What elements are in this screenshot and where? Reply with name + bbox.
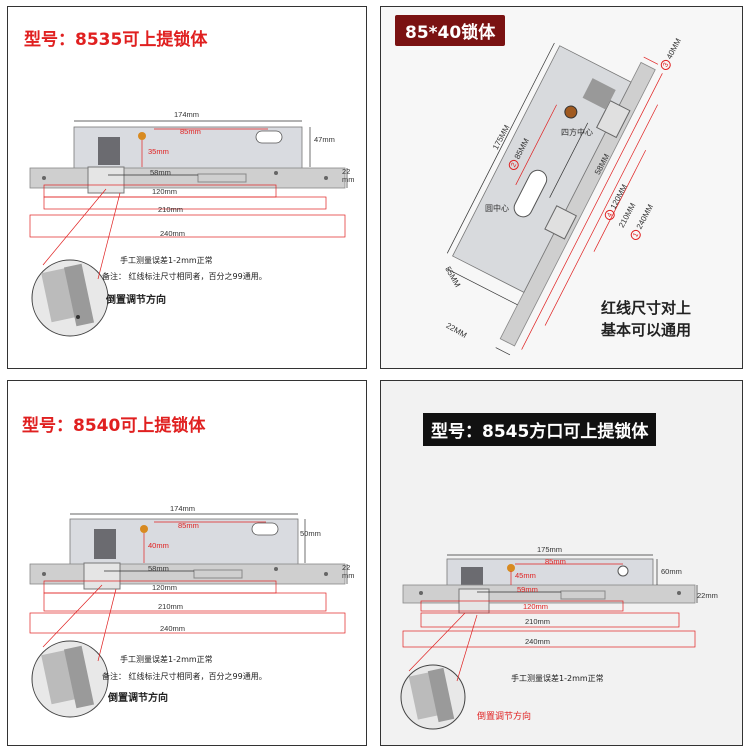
dim-45: 45mm [515, 571, 536, 580]
dim-240: 240mm [160, 229, 186, 238]
dim-85: 85mm [545, 557, 566, 566]
dim-120: 120mm [152, 187, 178, 196]
reverse-adjust-note: 倒置调节方向 [106, 295, 166, 306]
remark-note: 备注： 红线标注尺寸相同者，百分之99通用。 [102, 272, 267, 281]
lock-diagram-8535 [29, 120, 348, 337]
model-title: 85*40锁体 [395, 15, 506, 46]
dim-210: 210mm [525, 617, 551, 626]
dim-22: 22mm [697, 591, 718, 600]
dim-59: 59mm [517, 585, 538, 594]
caption-line-1: 红线尺寸对上 [601, 299, 692, 317]
dim-240: 240mm [525, 637, 551, 646]
dim-47: 47mm [314, 135, 335, 144]
reverse-adjust-note: 倒置调节方向 [108, 693, 168, 704]
dim-174: 174mm [174, 110, 200, 119]
dim-22-unit: mm [342, 175, 355, 184]
dim-240: 240mm [160, 624, 186, 633]
measurement-note: 手工测量误差1-2mm正常 [120, 655, 213, 664]
dim-210: 210mm [158, 602, 184, 611]
remark-note: 备注： 红线标注尺寸相同者，百分之99通用。 [102, 672, 267, 681]
panel-8535: 型号：8535可上提锁体 174mm 47mm 85mm 35mm 58mm 2… [7, 6, 367, 369]
dim-40: 40mm [148, 541, 169, 550]
dim-58: 58mm [148, 564, 169, 573]
dim-85: 85mm [180, 127, 201, 136]
caption: 红线尺寸对上 基本可以通用 [601, 297, 691, 341]
dim-22: 22 [342, 563, 351, 572]
lock-diagram-85x40 [446, 42, 663, 356]
dim-35: 35mm [148, 147, 169, 156]
square-center-label: 四方中心 [561, 128, 593, 137]
measurement-note: 手工测量误差1-2mm正常 [120, 256, 213, 265]
round-center-label: 圆中心 [485, 204, 509, 213]
dim-174: 174mm [170, 504, 196, 513]
dim-58: 58mm [150, 168, 171, 177]
panel-8540: 型号：8540可上提锁体 174mm 50mm 85mm 40mm 58mm 2… [7, 380, 367, 746]
model-title: 型号：8545方口可上提锁体 [423, 413, 657, 446]
dim-22: 22 [342, 167, 351, 176]
dim-120: 120mm [523, 602, 549, 611]
dim-85: 85mm [178, 521, 199, 530]
model-title: 型号：8535可上提锁体 [24, 30, 208, 50]
dim-175: 175mm [537, 545, 563, 554]
panel-8545: 型号：8545方口可上提锁体 175mm 85mm 60mm 45mm 59mm… [380, 380, 743, 746]
model-title: 型号：8540可上提锁体 [22, 416, 206, 436]
reverse-adjust-note: 倒置调节方向 [477, 712, 532, 722]
panel-85x40: 85*40锁体 340MM 175MM 285MM 四方中心 58MM 4120… [380, 6, 743, 369]
lock-diagram-8545 [400, 554, 698, 730]
dim-120: 120mm [152, 583, 178, 592]
dim-210: 210mm [158, 205, 184, 214]
lock-diagram-8540 [29, 513, 348, 718]
caption-line-2: 基本可以通用 [601, 321, 692, 339]
measurement-note: 手工测量误差1-2mm正常 [511, 674, 604, 683]
dim-50: 50mm [300, 529, 321, 538]
dim-60: 60mm [661, 567, 682, 576]
dim-22-unit: mm [342, 571, 355, 580]
